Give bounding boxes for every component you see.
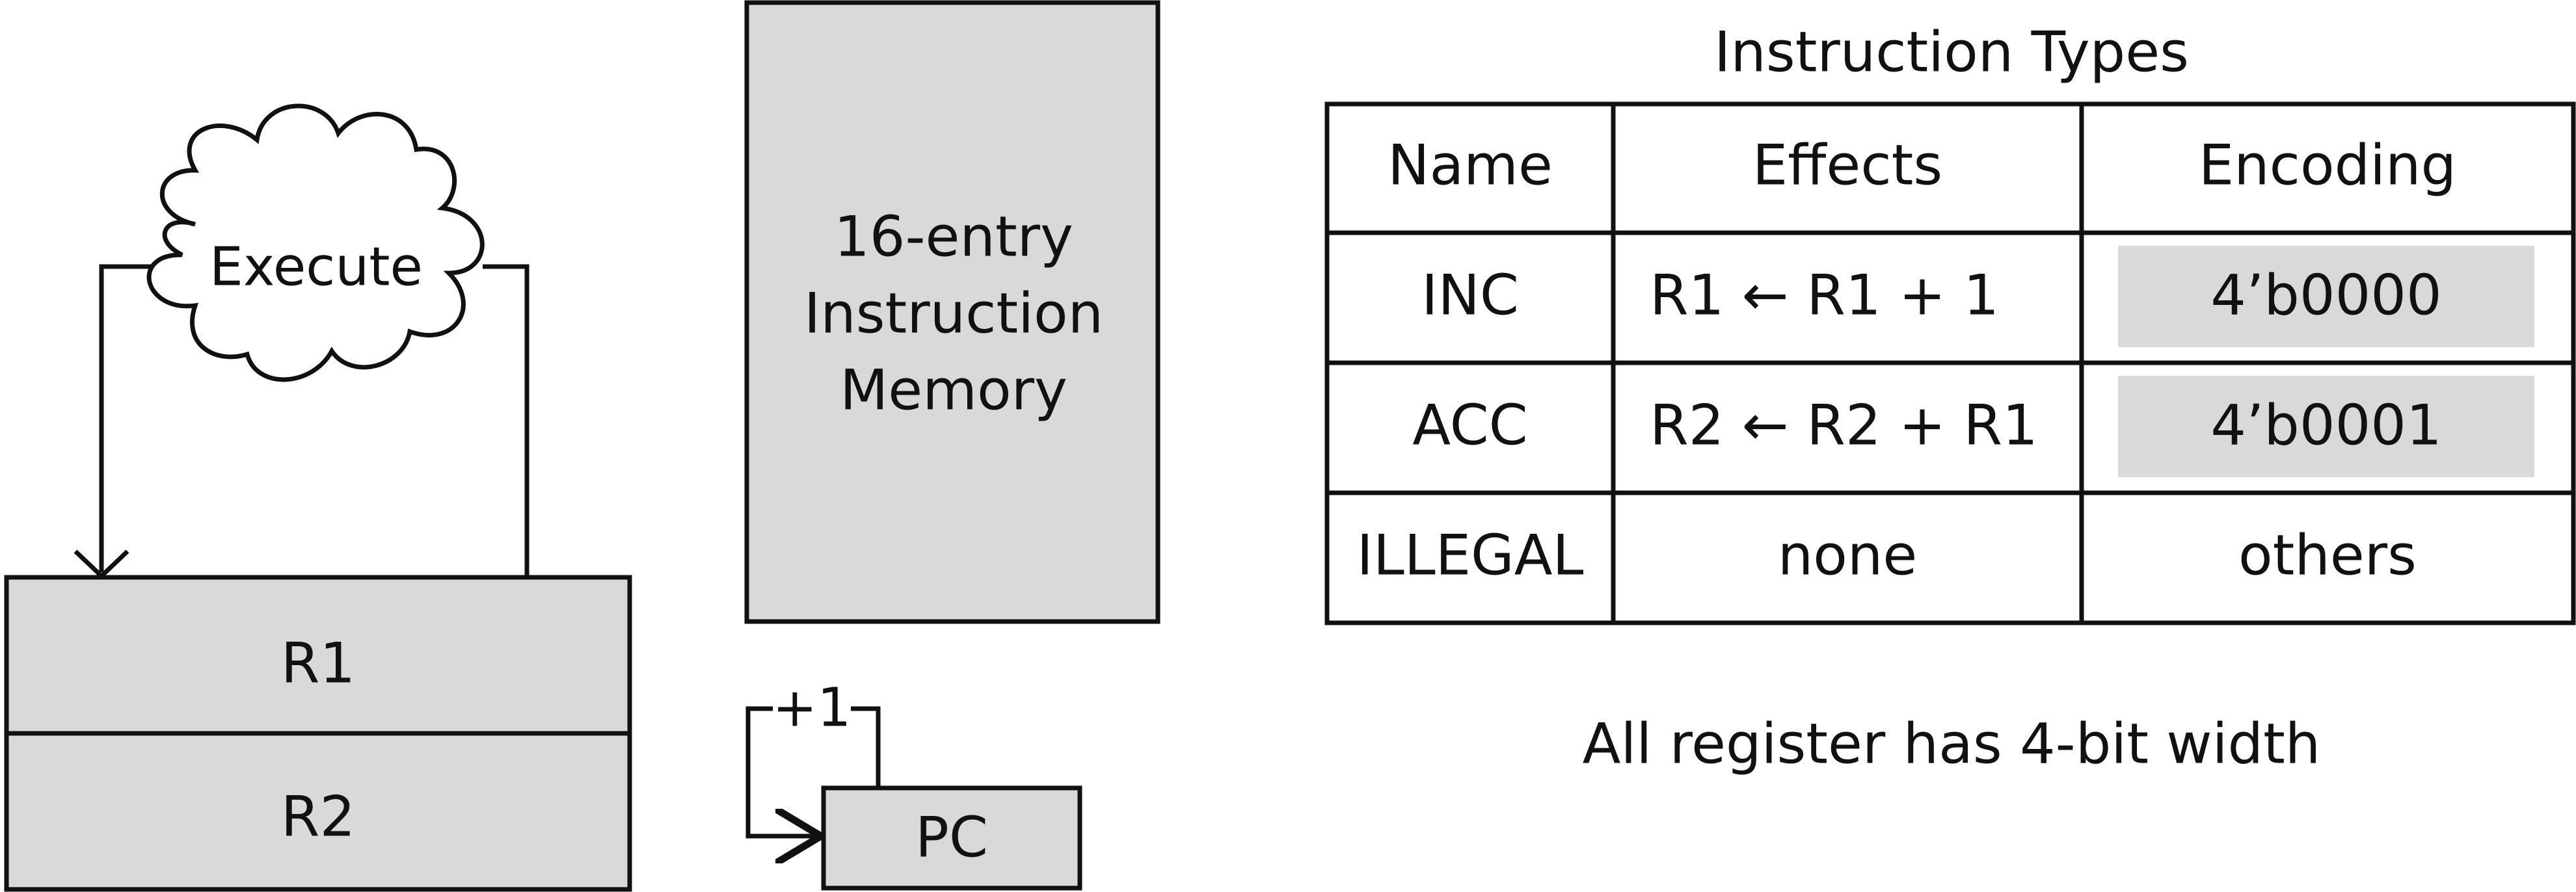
register-r1-box <box>4 575 632 736</box>
register-r2-label: R2 <box>281 784 355 849</box>
row-acc-encoding: 4’b0001 <box>2210 393 2442 458</box>
pc-increment-loop: +1 <box>745 677 881 836</box>
row-acc-effect: R2 ← R2 + R1 <box>1650 393 2038 458</box>
encoding-highlight-inc <box>2118 246 2534 347</box>
header-effects: Effects <box>1752 133 1942 198</box>
instruction-memory-box <box>744 0 1161 624</box>
execute-cloud <box>146 103 485 382</box>
memory-label-line2: Instruction <box>804 281 1103 346</box>
pc-label: PC <box>915 805 988 870</box>
register-r2-box <box>4 731 632 892</box>
row-acc-name: ACC <box>1412 393 1527 458</box>
row-illegal-name: ILLEGAL <box>1357 523 1584 588</box>
memory-label-line1: 16-entry <box>834 204 1073 269</box>
pc-box <box>821 785 1082 891</box>
header-name: Name <box>1388 133 1553 198</box>
pc-increment-label: +1 <box>773 677 852 739</box>
row-illegal-effect: none <box>1778 523 1918 588</box>
register-file: R1 R2 <box>4 575 632 892</box>
register-width-note: All register has 4-bit width <box>1583 711 2321 776</box>
encoding-highlight-acc <box>2118 376 2534 477</box>
row-inc-name: INC <box>1421 263 1519 328</box>
row-illegal-encoding: others <box>2238 523 2417 588</box>
table-title: Instruction Types <box>1714 20 2189 85</box>
header-encoding: Encoding <box>2199 133 2456 198</box>
row-inc-effect: R1 ← R1 + 1 <box>1650 263 1999 328</box>
register-r1-label: R1 <box>281 631 355 696</box>
instruction-table: Name Effects Encoding INC R1 ← R1 + 1 4’… <box>1324 101 2576 625</box>
execute-label: Execute <box>209 236 423 298</box>
row-inc-encoding: 4’b0000 <box>2210 263 2442 328</box>
memory-label-line3: Memory <box>840 358 1067 423</box>
